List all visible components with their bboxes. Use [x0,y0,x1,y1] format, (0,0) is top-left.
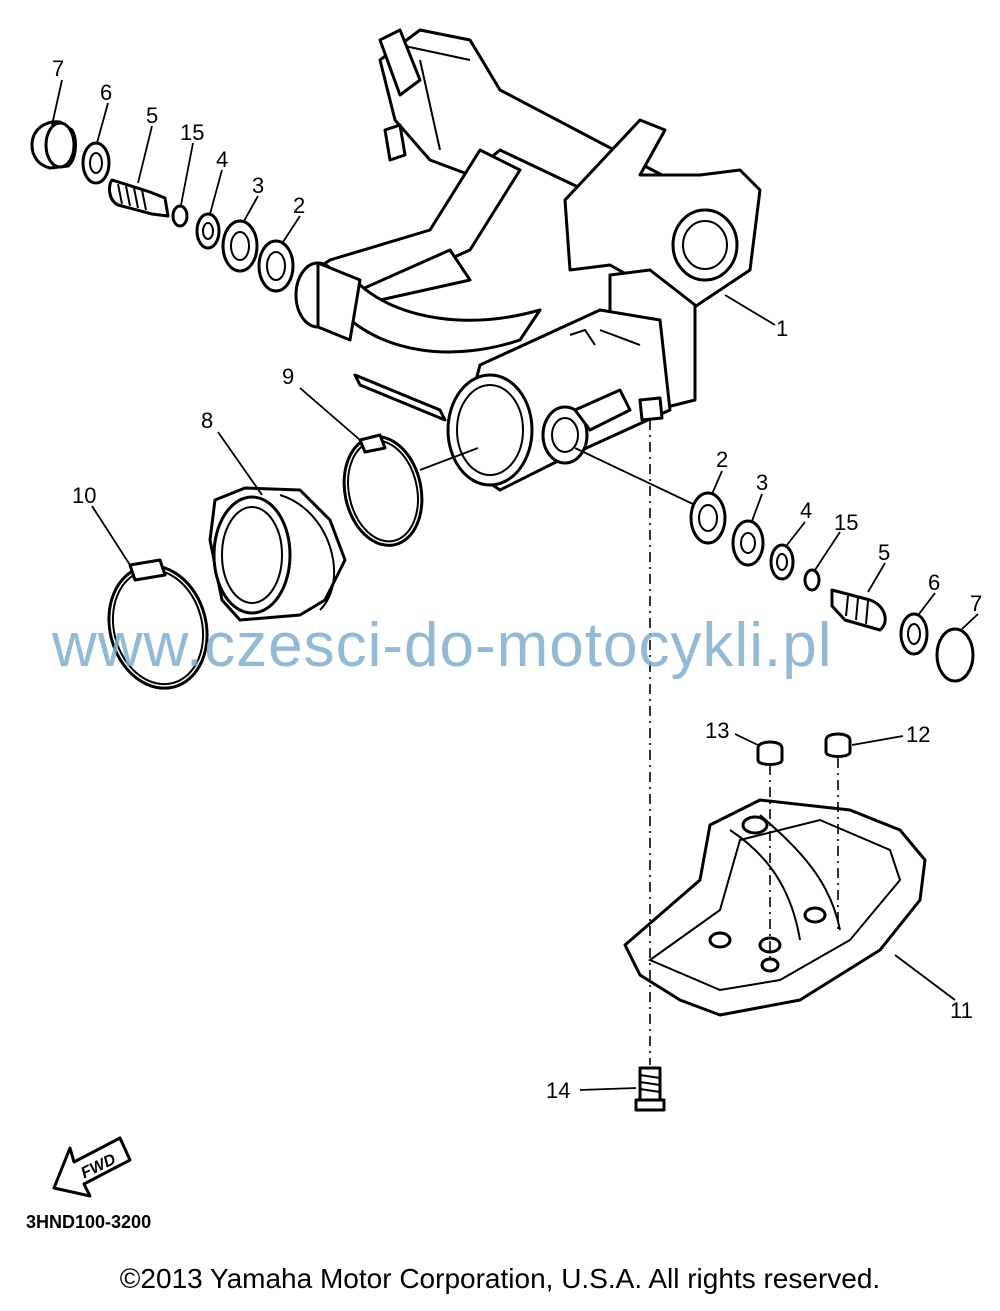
callout-8: 8 [201,408,213,433]
skid-plate-assembly [623,420,927,1112]
callout-10: 10 [72,483,96,508]
callout-15-right: 15 [834,510,858,535]
watermark-text: www.czesci-do-motocykli.pl [52,611,833,680]
callout-5-left: 5 [146,103,158,128]
callout-12: 12 [906,722,930,747]
callout-6-right: 6 [928,570,940,595]
left-pivot-parts [30,120,295,293]
leader-lines [51,79,979,1091]
copyright-notice: ©2013 Yamaha Motor Corporation, U.S.A. A… [119,1263,881,1294]
part-code: 3HND100-3200 [26,1212,152,1232]
callout-4-left: 4 [216,147,228,172]
fwd-arrow-icon: FWD [52,1136,132,1198]
swingarm [294,28,762,492]
callout-2-right: 2 [716,447,728,472]
callout-15-left: 15 [180,120,204,145]
callout-5-right: 5 [878,540,890,565]
callout-6-left: 6 [100,80,112,105]
callout-4-right: 4 [800,498,812,523]
callout-7-right: 7 [970,591,982,616]
boot-and-clamps [107,433,424,690]
callout-14: 14 [546,1078,570,1103]
callout-11: 11 [950,998,973,1023]
callout-13: 13 [705,718,729,743]
callout-3-left: 3 [252,173,264,198]
callout-3-right: 3 [756,470,768,495]
right-pivot-parts [574,447,975,683]
callout-labels: 7 6 5 15 4 3 2 1 9 8 10 2 3 4 15 5 6 7 1… [52,56,982,1103]
callout-7-left: 7 [52,56,64,81]
callout-1: 1 [776,316,788,341]
callout-9: 9 [282,364,294,389]
callout-2-left: 2 [293,193,305,218]
